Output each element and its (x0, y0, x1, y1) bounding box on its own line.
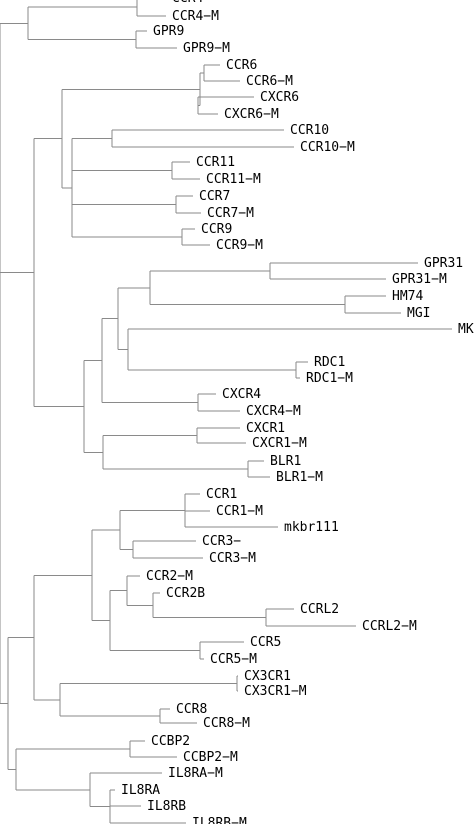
leaf-label: RDC1−M (306, 371, 353, 386)
leaf-label: CCR6 (226, 58, 257, 73)
leaf-label: CCBP2 (151, 734, 190, 749)
leaf-label: IL8RA−M (168, 766, 223, 781)
leaf-label: CXCR1−M (252, 436, 307, 451)
leaf-label: CX3CR1−M (244, 684, 307, 699)
leaf-label: GPR9 (153, 24, 184, 39)
leaf-label: CCR7−M (207, 206, 254, 221)
leaf-label: CCR6−M (246, 74, 293, 89)
leaf-label: CCR10 (290, 123, 329, 138)
leaf-label: CXCR1 (246, 421, 285, 436)
leaf-label: BLR1−M (276, 470, 323, 485)
leaf-label: GPR31 (424, 256, 463, 271)
leaf-label: CX3CR1 (244, 669, 291, 684)
leaf-label: CCR9−M (216, 238, 263, 253)
leaf-label: BLR1 (270, 454, 301, 469)
leaf-label: CCR11−M (206, 172, 261, 187)
leaf-label: CCR2−M (146, 569, 193, 584)
leaf-label: IL8RA (121, 783, 160, 798)
leaf-label: GPR9−M (183, 41, 230, 56)
leaf-label: mkbr111 (284, 520, 339, 535)
leaf-label: CCR11 (196, 155, 235, 170)
leaf-label: CCR3−M (209, 551, 256, 566)
leaf-label: CCBP2−M (183, 750, 238, 765)
leaf-label: CCR2B (166, 586, 205, 601)
leaf-label: MK (458, 322, 474, 337)
leaf-label: CCR4 (172, 0, 203, 6)
leaf-label: MGI (407, 306, 430, 321)
leaf-label: CCR10−M (300, 140, 355, 155)
leaf-label: CXCR4−M (246, 404, 301, 419)
leaf-label: CCR5−M (210, 652, 257, 667)
leaf-label: GPR31−M (392, 272, 447, 287)
leaf-label: CXCR6−M (224, 107, 279, 122)
leaf-label: CCR9 (201, 222, 232, 237)
leaf-label: CCR8 (176, 702, 207, 717)
tree-branches (0, 0, 452, 824)
leaf-label: CCR1 (206, 487, 237, 502)
leaf-label: CCR5 (250, 635, 281, 650)
leaf-label: IL8RB−M (192, 816, 247, 824)
leaf-label: CCRL2−M (362, 619, 417, 634)
leaf-label: CXCR6 (260, 90, 299, 105)
leaf-label: IL8RB (147, 799, 186, 814)
leaf-label: RDC1 (314, 355, 345, 370)
leaf-label: CCR1−M (216, 504, 263, 519)
leaf-label: CXCR4 (222, 387, 261, 402)
leaf-label: CCR8−M (203, 716, 250, 731)
leaf-label: HM74 (392, 289, 423, 304)
leaf-label: CCR7 (199, 189, 230, 204)
leaf-label: CCR3− (202, 534, 241, 549)
leaf-label: CCR4−M (172, 9, 219, 24)
leaf-label: CCRL2 (300, 602, 339, 617)
